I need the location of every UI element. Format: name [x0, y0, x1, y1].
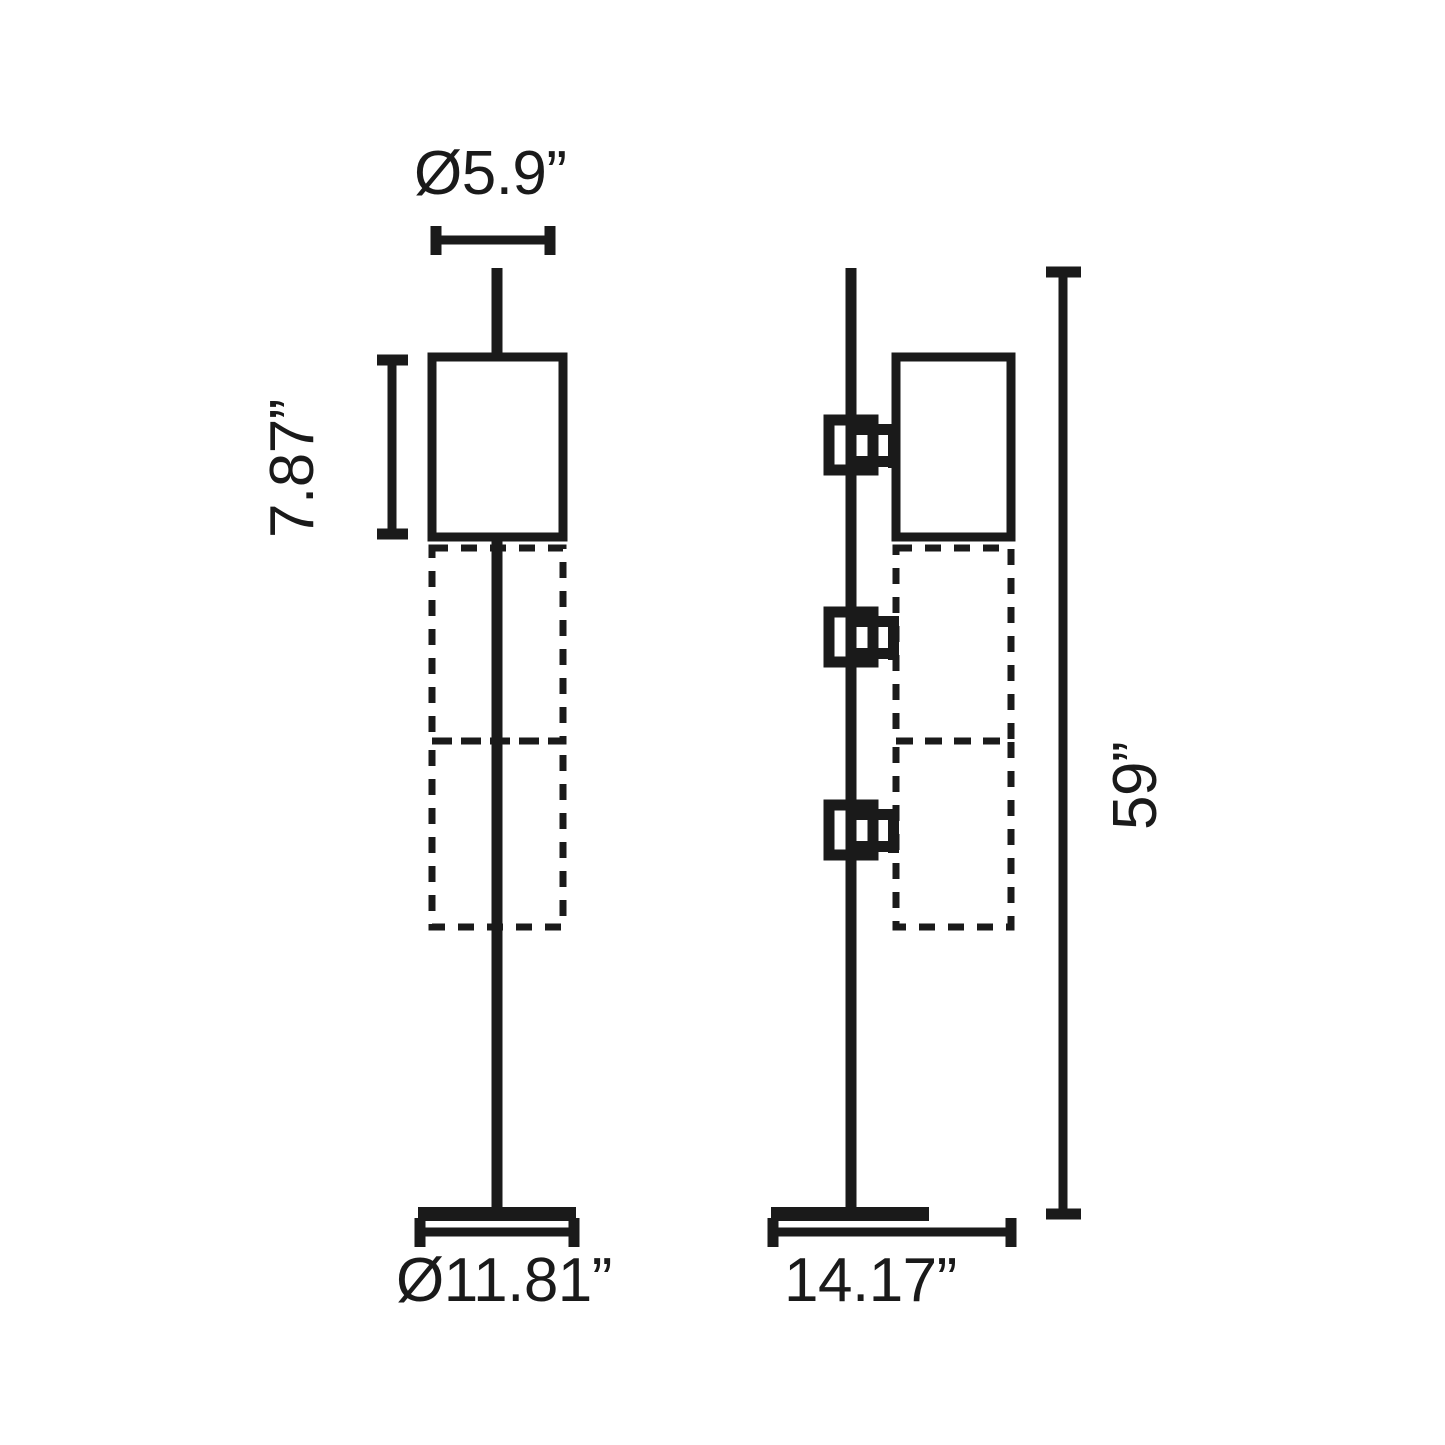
total-height-label: 59” — [1101, 741, 1170, 830]
shade-height-label: 7.87” — [258, 399, 327, 538]
side-bracket-middle — [823, 606, 899, 668]
front-base — [418, 1207, 576, 1221]
front-shade-top — [427, 352, 568, 542]
front-shade-dashed-lower — [428, 737, 567, 931]
shade-diameter-label: Ø5.9” — [414, 139, 567, 208]
side-shade-dashed-upper — [892, 544, 1015, 745]
side-view-group — [767, 266, 1081, 1247]
base-diameter-label: Ø11.81” — [396, 1246, 612, 1315]
side-shade-dashed-lower — [892, 737, 1015, 931]
base-width-label: 14.17” — [784, 1246, 957, 1315]
total-height-dimension-line — [1046, 266, 1081, 1220]
side-bracket-lower — [823, 799, 899, 861]
front-view-group — [377, 226, 580, 1247]
shade-height-dimension-line — [377, 354, 408, 540]
base-width-dimension-line — [767, 1218, 1017, 1247]
side-bracket-upper — [823, 414, 899, 476]
side-base — [771, 1207, 929, 1221]
shade-diameter-dimension-line — [430, 226, 556, 255]
side-shade-top — [891, 352, 1016, 542]
base-diameter-dimension-line — [414, 1218, 580, 1247]
